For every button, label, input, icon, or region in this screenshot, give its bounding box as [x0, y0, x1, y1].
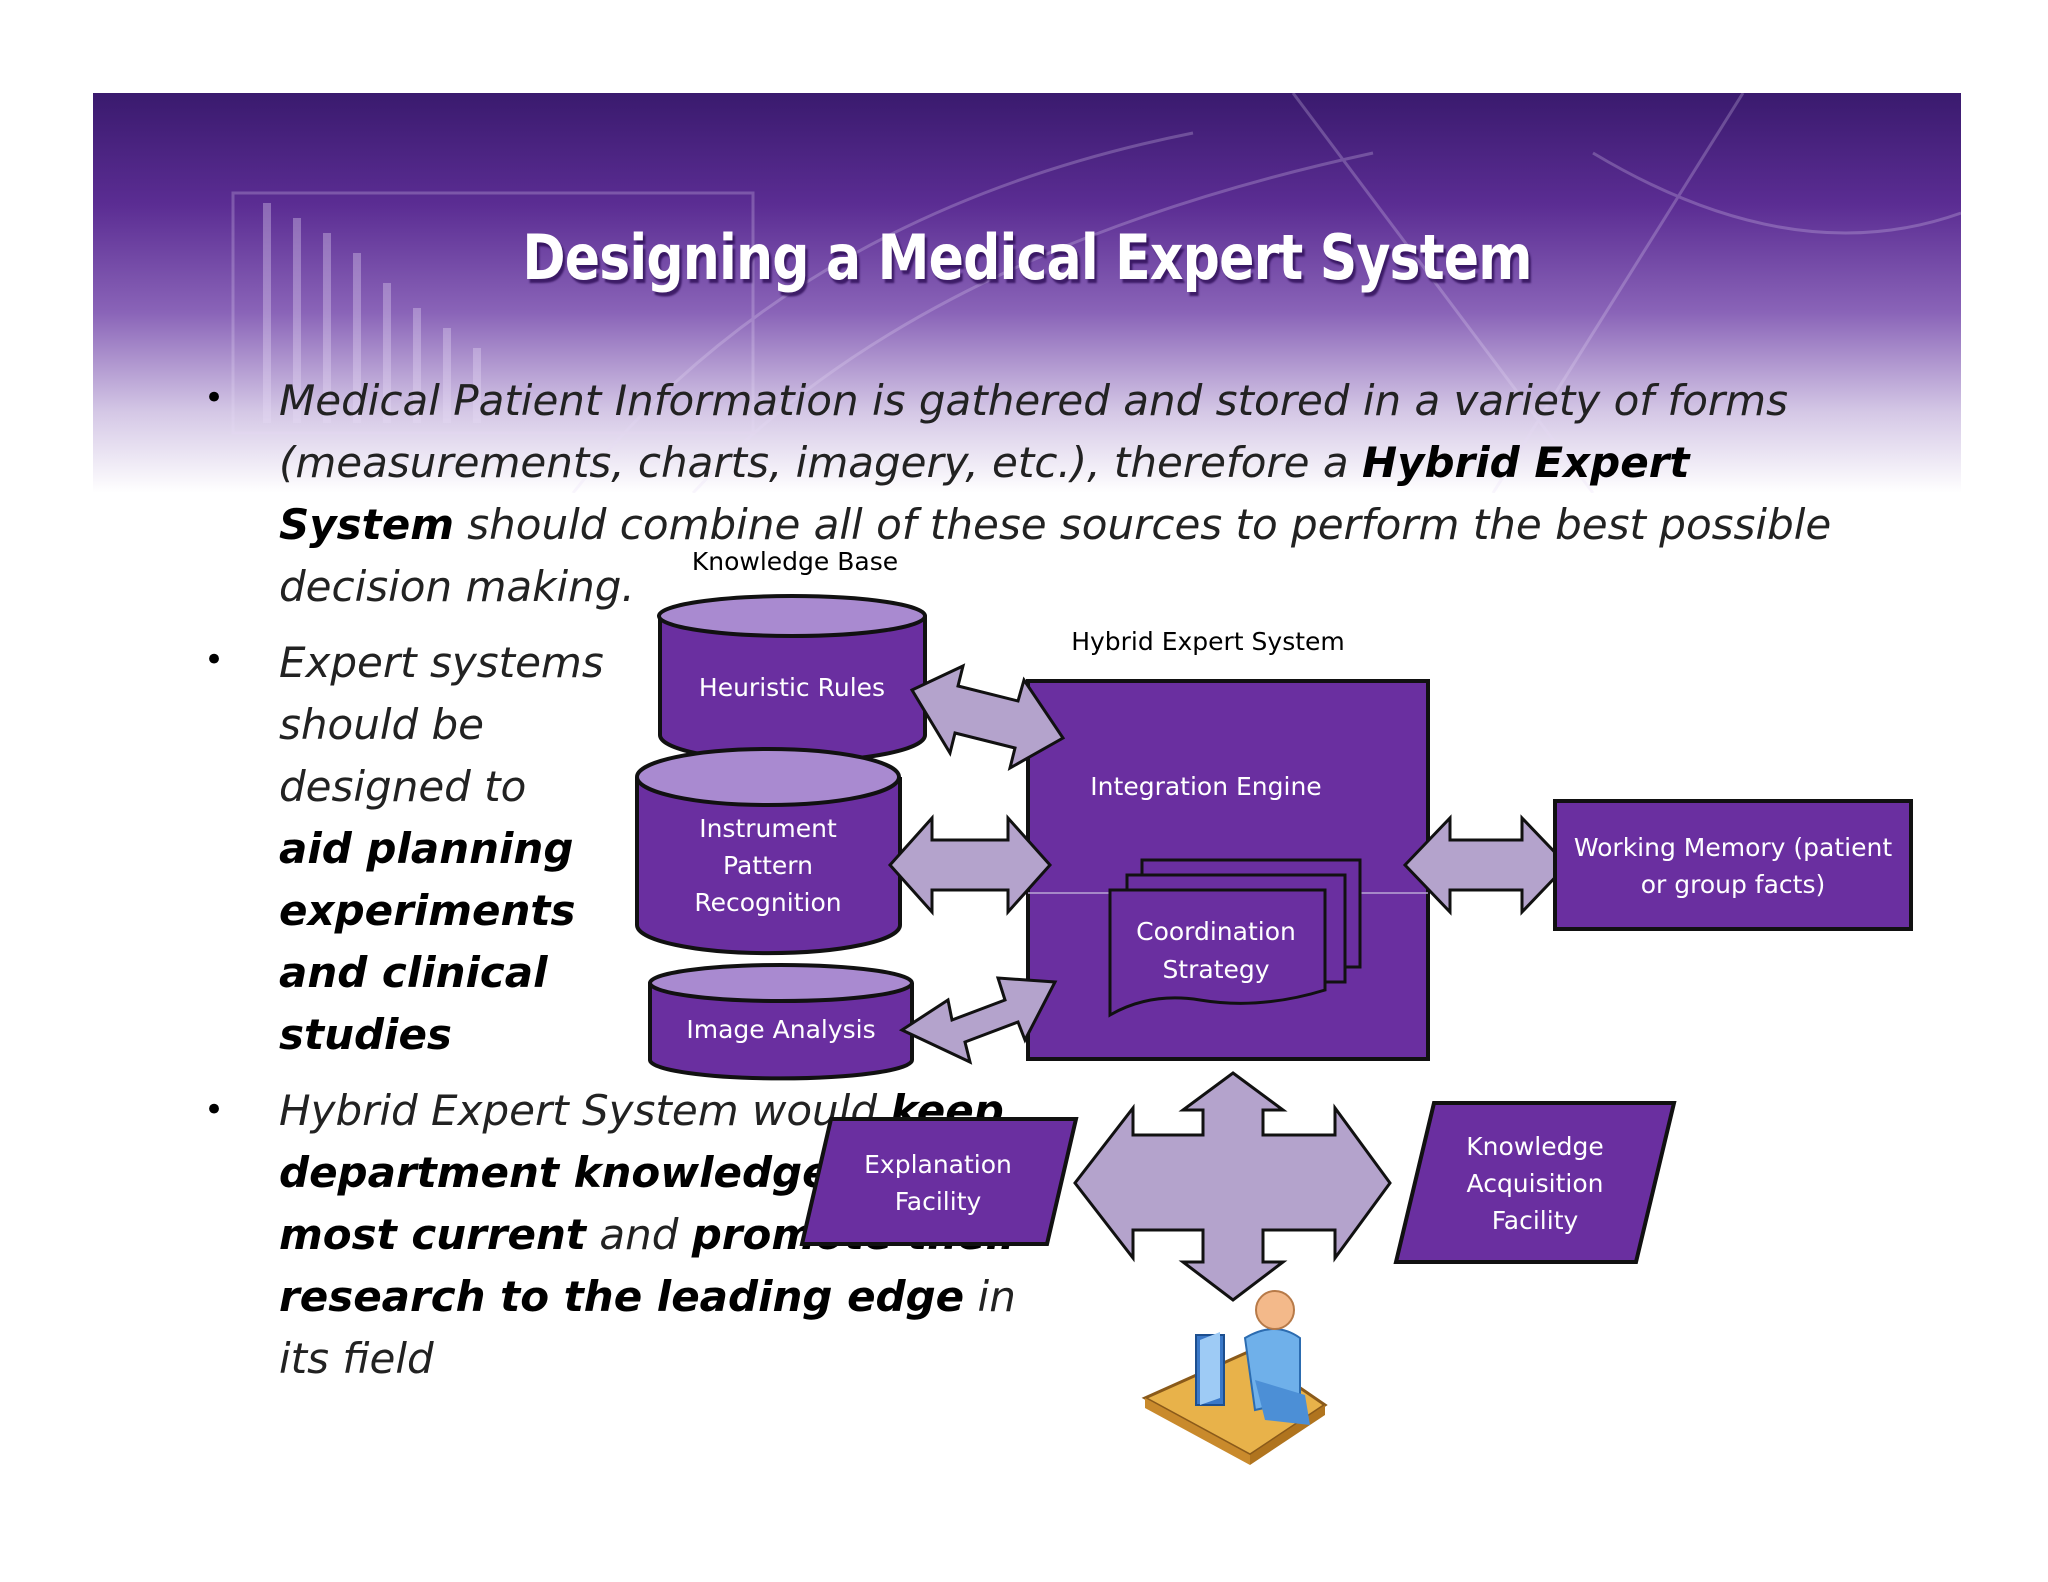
slide-title: Designing a Medical Expert System — [522, 221, 1532, 294]
bullet-marker-3: • — [204, 1090, 225, 1130]
coordination-strategy-document — [1108, 858, 1362, 1018]
working-memory-label-line-1: Working Memory (patient — [1574, 833, 1892, 862]
knowledge-acq-label-line-1: Knowledge — [1466, 1132, 1603, 1161]
bullet-text-2: Expert systems should be designed to aid… — [279, 638, 604, 1059]
image-analysis-cylinder — [648, 963, 914, 1081]
hybrid-expert-system-label: Hybrid Expert System — [1071, 627, 1345, 656]
working-memory-box — [1553, 799, 1913, 931]
user-at-computer-icon — [1141, 1290, 1328, 1465]
explanation-facility-box — [799, 1117, 1079, 1246]
bullet-text-3: Hybrid Expert System would keep departme… — [279, 1086, 1021, 1383]
knowledge-acq-label-line-2: Acquisition — [1467, 1169, 1604, 1198]
working-memory-label-line-2: or group facts) — [1641, 870, 1826, 899]
heuristic-arrow — [909, 663, 1066, 772]
integration-engine-label: Integration Engine — [1090, 772, 1321, 801]
instrument-label-line-2: Pattern — [723, 851, 813, 880]
image-analysis-label: Image Analysis — [686, 1015, 875, 1044]
instrument-label-line-3: Recognition — [694, 888, 841, 917]
instrument-arrow — [887, 814, 1053, 916]
instrument-label-line-1: Instrument — [699, 814, 837, 843]
knowledge-acquisition-facility-box — [1393, 1101, 1677, 1264]
knowledge-base-label: Knowledge Base — [692, 547, 898, 576]
bullet-marker-1: • — [204, 378, 225, 418]
knowledge-acq-label-line-3: Facility — [1492, 1206, 1579, 1235]
instrument-pattern-recognition-cylinder — [635, 747, 902, 956]
bullet-marker-2: • — [204, 640, 225, 680]
heuristic-rules-label: Heuristic Rules — [699, 673, 885, 702]
bullet-text-1: Medical Patient Information is gathered … — [279, 376, 1832, 611]
image-analysis-arrow — [898, 976, 1058, 1065]
banner-decoration — [231, 93, 1961, 493]
explanation-label-line-2: Facility — [895, 1187, 982, 1216]
coordination-label-line-2: Strategy — [1162, 955, 1269, 984]
coordination-label-line-1: Coordination — [1136, 917, 1296, 946]
four-way-arrow — [1073, 1071, 1392, 1302]
explanation-label-line-1: Explanation — [864, 1150, 1012, 1179]
title-banner — [93, 93, 1961, 493]
